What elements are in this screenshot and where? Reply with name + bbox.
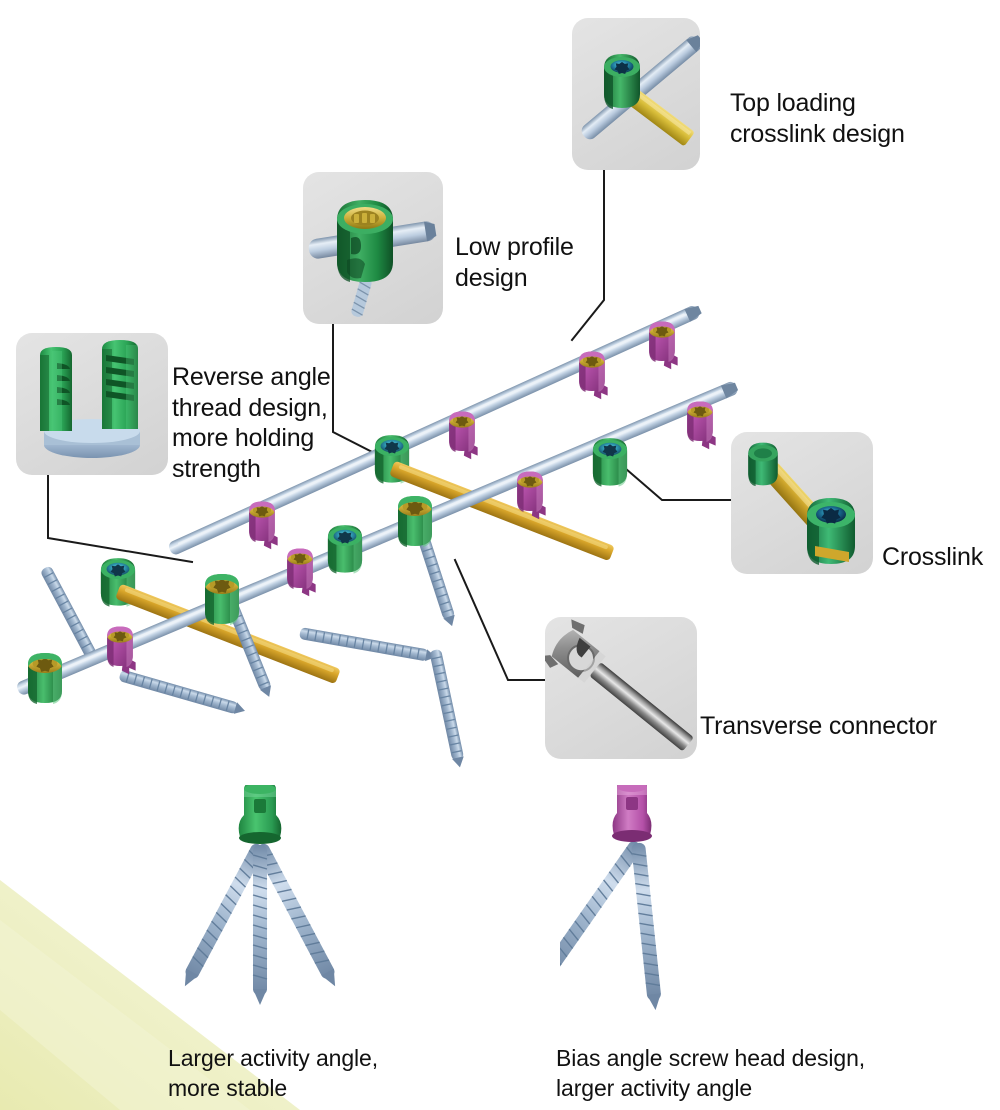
callout-reverse-angle-thread-thumb[interactable] (16, 333, 168, 475)
pedicle-screw-shaft (299, 627, 436, 662)
callout-top-loading-crosslink-thumb[interactable] (572, 18, 700, 170)
crosslink-head-lower-right (592, 438, 628, 487)
callout-top-loading-crosslink-label: Top loading crosslink design (730, 89, 905, 148)
callout-low-profile-thumb[interactable] (303, 172, 443, 324)
screw-shaft (535, 838, 645, 986)
purple-connector (287, 548, 316, 597)
purple-connector (579, 351, 608, 400)
screw-shaft (252, 844, 268, 1006)
purple-connector (649, 321, 678, 370)
green-tulip-screw-head (28, 653, 62, 704)
rod-lower (17, 381, 738, 695)
spinal-construct-illustration (0, 250, 1000, 790)
purple-connector (249, 501, 278, 550)
callout-crosslink-thumb[interactable] (731, 432, 873, 574)
screw-head-green (238, 781, 282, 844)
upper-rod-assembly (100, 305, 702, 607)
green-head-polyaxial-screw-fan (160, 781, 460, 1015)
green-tulip-screw-head (398, 496, 432, 547)
callout-reverse-angle-thread-label: Reverse angle thread design, more holdin… (172, 363, 331, 483)
lower-rod-assembly (17, 381, 739, 768)
screw-head-purple (612, 779, 652, 842)
purple-head-polyaxial-screw-fan (535, 779, 820, 1015)
caption-bias-angle-screw-head: Bias angle screw head design, larger act… (556, 1045, 866, 1102)
screw-shaft (630, 841, 664, 1012)
callout-transverse-connector-thumb[interactable] (545, 617, 697, 759)
purple-connector (449, 411, 478, 460)
rod-upper (169, 305, 700, 555)
callout-low-profile-label: Low profile design (455, 233, 574, 292)
pedicle-screw-shaft (119, 670, 245, 714)
purple-connector (687, 401, 716, 450)
pedicle-screw-shaft (41, 566, 97, 664)
green-tulip-screw-head (205, 574, 239, 625)
caption-larger-activity-angle: Larger activity angle, more stable (168, 1045, 379, 1102)
purple-connector (107, 626, 136, 675)
crosslink-head-lower-left (327, 525, 363, 574)
callout-crosslink-label: Crosslink (882, 543, 983, 571)
pedicle-screw-shaft (430, 649, 464, 768)
callout-transverse-connector-label: Transverse connector (700, 712, 937, 740)
